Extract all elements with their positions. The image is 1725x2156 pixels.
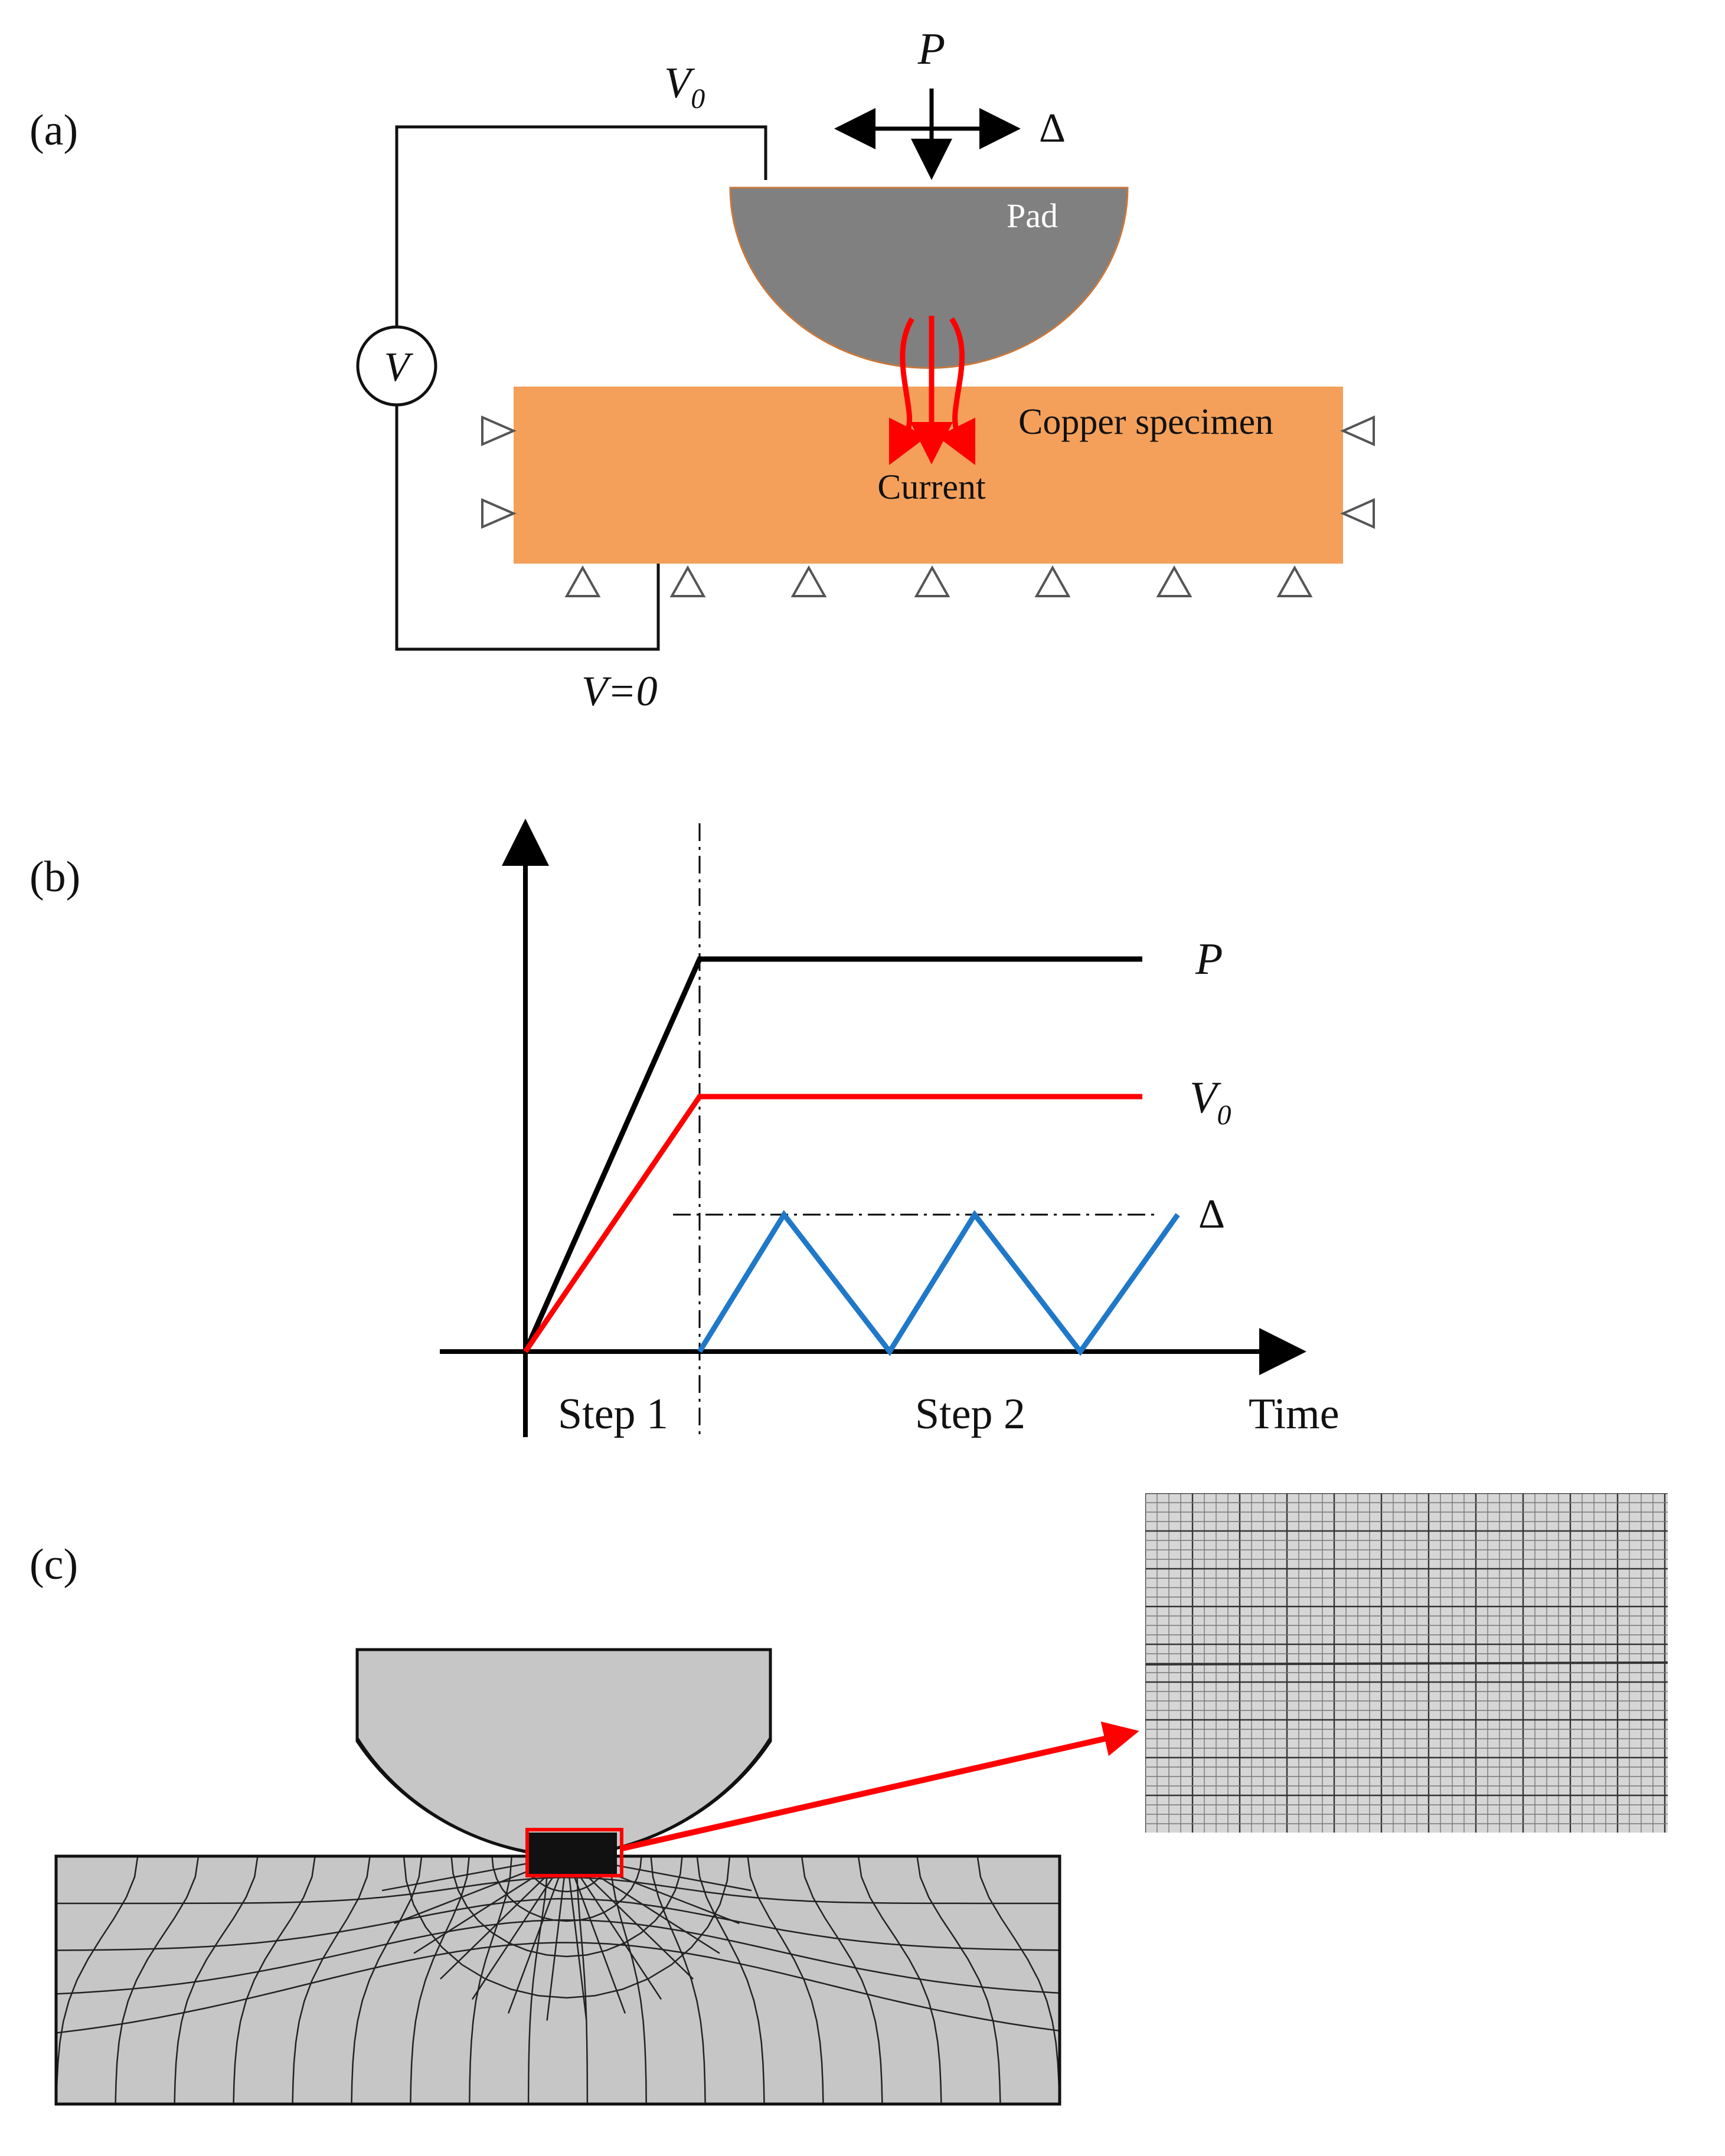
axes xyxy=(440,819,1306,1437)
panel-a-label: (a) xyxy=(30,106,78,155)
voltmeter-label: V xyxy=(384,345,414,390)
series-delta-label: Δ xyxy=(1198,1192,1225,1237)
mesh-line xyxy=(56,1856,139,2104)
refined-zone xyxy=(528,1833,617,1874)
step1-label: Step 1 xyxy=(558,1390,668,1438)
time-label: Time xyxy=(1249,1390,1340,1438)
pad-label: Pad xyxy=(1007,197,1058,235)
mesh-line xyxy=(527,1856,548,2104)
mesh-line xyxy=(801,1856,883,2104)
mesh-line xyxy=(916,1856,1001,2104)
panel-c: (c) xyxy=(30,1493,1668,2106)
mesh-line xyxy=(566,1856,626,2014)
boundary-supports xyxy=(481,415,1375,597)
voltage-bottom-label: V=0 xyxy=(581,668,658,715)
copper-specimen xyxy=(514,387,1343,564)
series-v0-label: V0 xyxy=(1190,1073,1231,1131)
mesh-line xyxy=(576,1856,589,2104)
highlight-box xyxy=(525,1828,623,1877)
mesh-line xyxy=(292,1856,371,2104)
zoom-arrow xyxy=(620,1721,1139,1851)
mesh-line xyxy=(566,1856,662,2000)
mesh-line xyxy=(469,1856,512,2104)
displacement-label: Δ xyxy=(1039,106,1066,151)
mesh-line xyxy=(450,1856,683,1958)
mesh-line xyxy=(403,1856,731,1999)
mesh-line xyxy=(507,1856,568,2014)
zoom-inset xyxy=(1145,1493,1668,1833)
mesh-line xyxy=(857,1856,942,2104)
mesh-line xyxy=(566,1856,587,2021)
panel-b: (b) P V0 Δ Step 1 Step 2 Time xyxy=(30,819,1340,1440)
load-label: P xyxy=(917,24,945,74)
mesh-line xyxy=(56,1897,1060,1951)
panel-c-label: (c) xyxy=(30,1540,78,1589)
mesh-line xyxy=(174,1856,259,2104)
mesh-line xyxy=(471,1856,568,2000)
current-arrows xyxy=(888,316,976,466)
series-delta-line xyxy=(697,1210,1180,1356)
mesh-line xyxy=(696,1856,765,2104)
mesh-line xyxy=(976,1856,1060,2104)
panel-b-label: (b) xyxy=(30,853,80,901)
mesh-line xyxy=(56,1942,1060,2034)
mesh-line xyxy=(650,1856,706,2104)
series-v0-line xyxy=(523,1094,1142,1353)
series-p-label: P xyxy=(1195,934,1223,984)
current-label: Current xyxy=(877,467,986,506)
step2-label: Step 2 xyxy=(915,1390,1025,1438)
voltage-top-label: V0 xyxy=(664,59,705,114)
mesh-line xyxy=(56,1876,1060,1905)
mesh-line xyxy=(546,1856,568,2021)
mesh-line xyxy=(233,1856,316,2104)
voltmeter: V xyxy=(356,325,437,407)
series-p-line xyxy=(522,956,1142,1353)
mesh-line xyxy=(491,1856,642,1922)
mesh-line xyxy=(115,1856,200,2104)
mesh-line xyxy=(609,1856,647,2104)
panel-a: (a) V V0 V=0 Copper specimen Pad P Δ xyxy=(30,24,1375,715)
specimen-label: Copper specimen xyxy=(1018,402,1273,442)
specimen-mesh xyxy=(54,1854,1061,2106)
